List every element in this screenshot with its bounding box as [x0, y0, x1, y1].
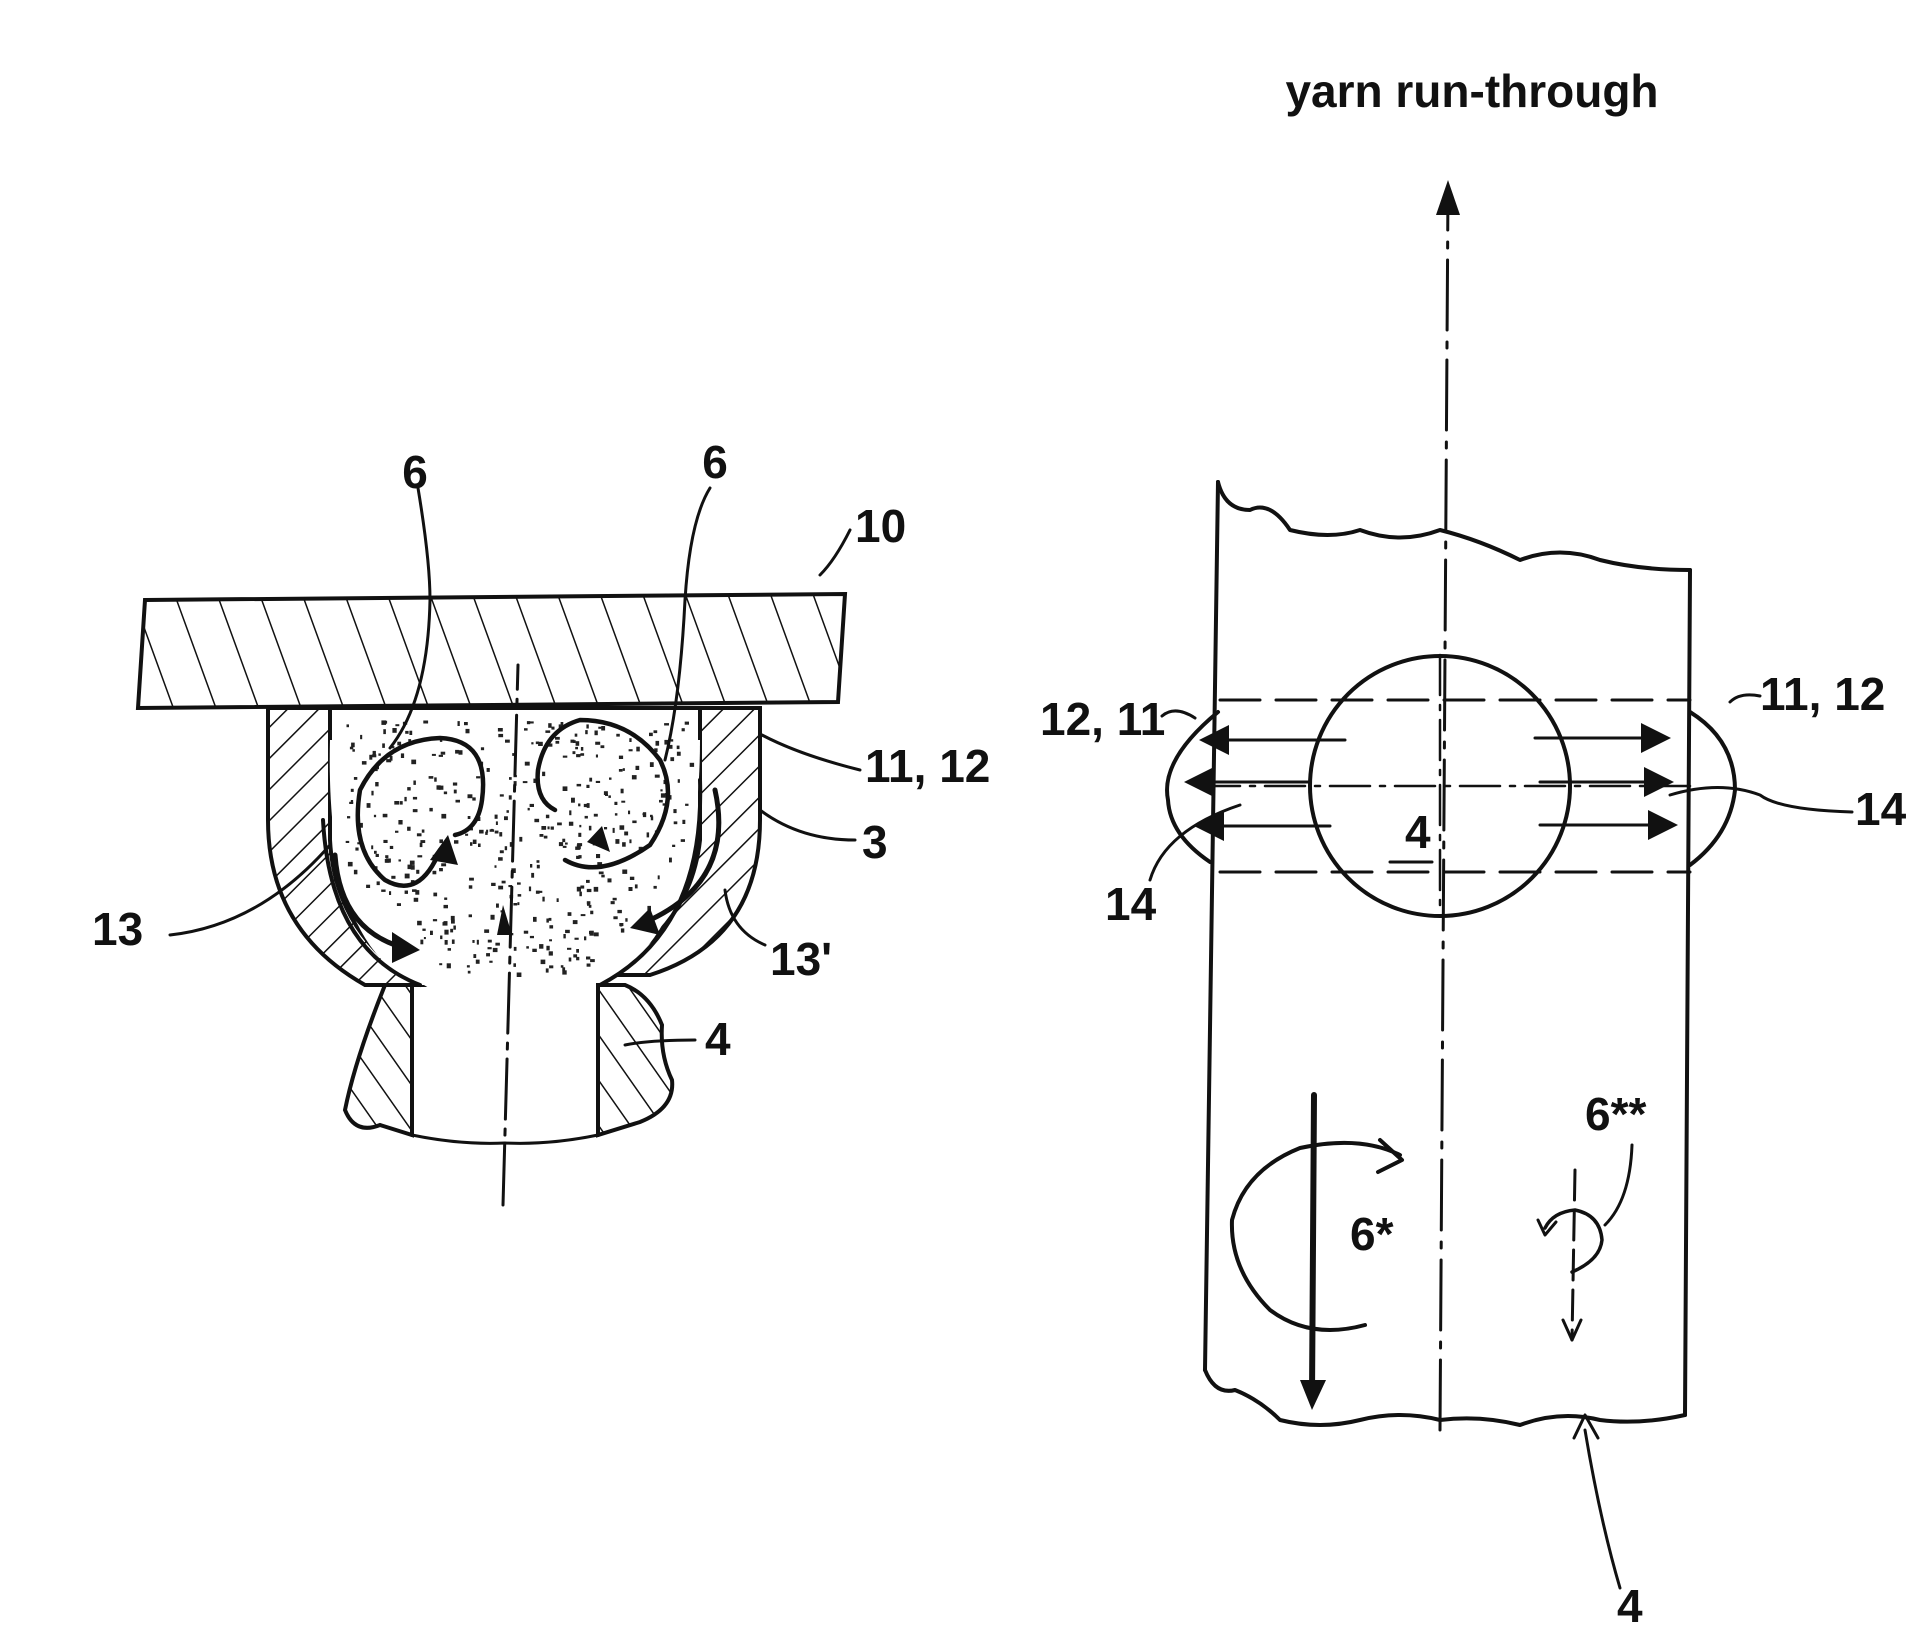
jets-right [1535, 738, 1672, 825]
label-bore: 4 [1405, 806, 1431, 858]
label-vortex-left: 6 [402, 446, 428, 498]
label-jet-left: 14 [1105, 878, 1157, 930]
label-flow-right: 13' [770, 933, 832, 985]
plate-10 [138, 594, 845, 708]
label-insert: 11, 12 [865, 740, 990, 792]
label-insert-right: 11, 12 [1760, 668, 1885, 720]
yarn-channel-strip [1205, 482, 1690, 1425]
vortex-small [1538, 1170, 1602, 1340]
right-figure: 4 12, 11 11, 12 14 14 6* 6** 4 [1040, 180, 1907, 1632]
diagram-title: yarn run-through [1285, 65, 1658, 117]
label-vortex-big: 6* [1350, 1208, 1394, 1260]
left-figure: 6 6 10 11, 12 3 13 13' 4 [92, 436, 990, 1205]
label-chamber: 3 [862, 816, 888, 868]
label-plate: 10 [855, 500, 906, 552]
label-insert-left: 12, 11 [1040, 693, 1165, 745]
label-vortex-right: 6 [702, 436, 728, 488]
label-jet-right: 14 [1855, 783, 1907, 835]
label-flow-left: 13 [92, 903, 143, 955]
label-channel: 4 [705, 1013, 731, 1065]
label-vortex-small: 6** [1585, 1088, 1646, 1140]
label-channel-bottom: 4 [1617, 1580, 1643, 1632]
